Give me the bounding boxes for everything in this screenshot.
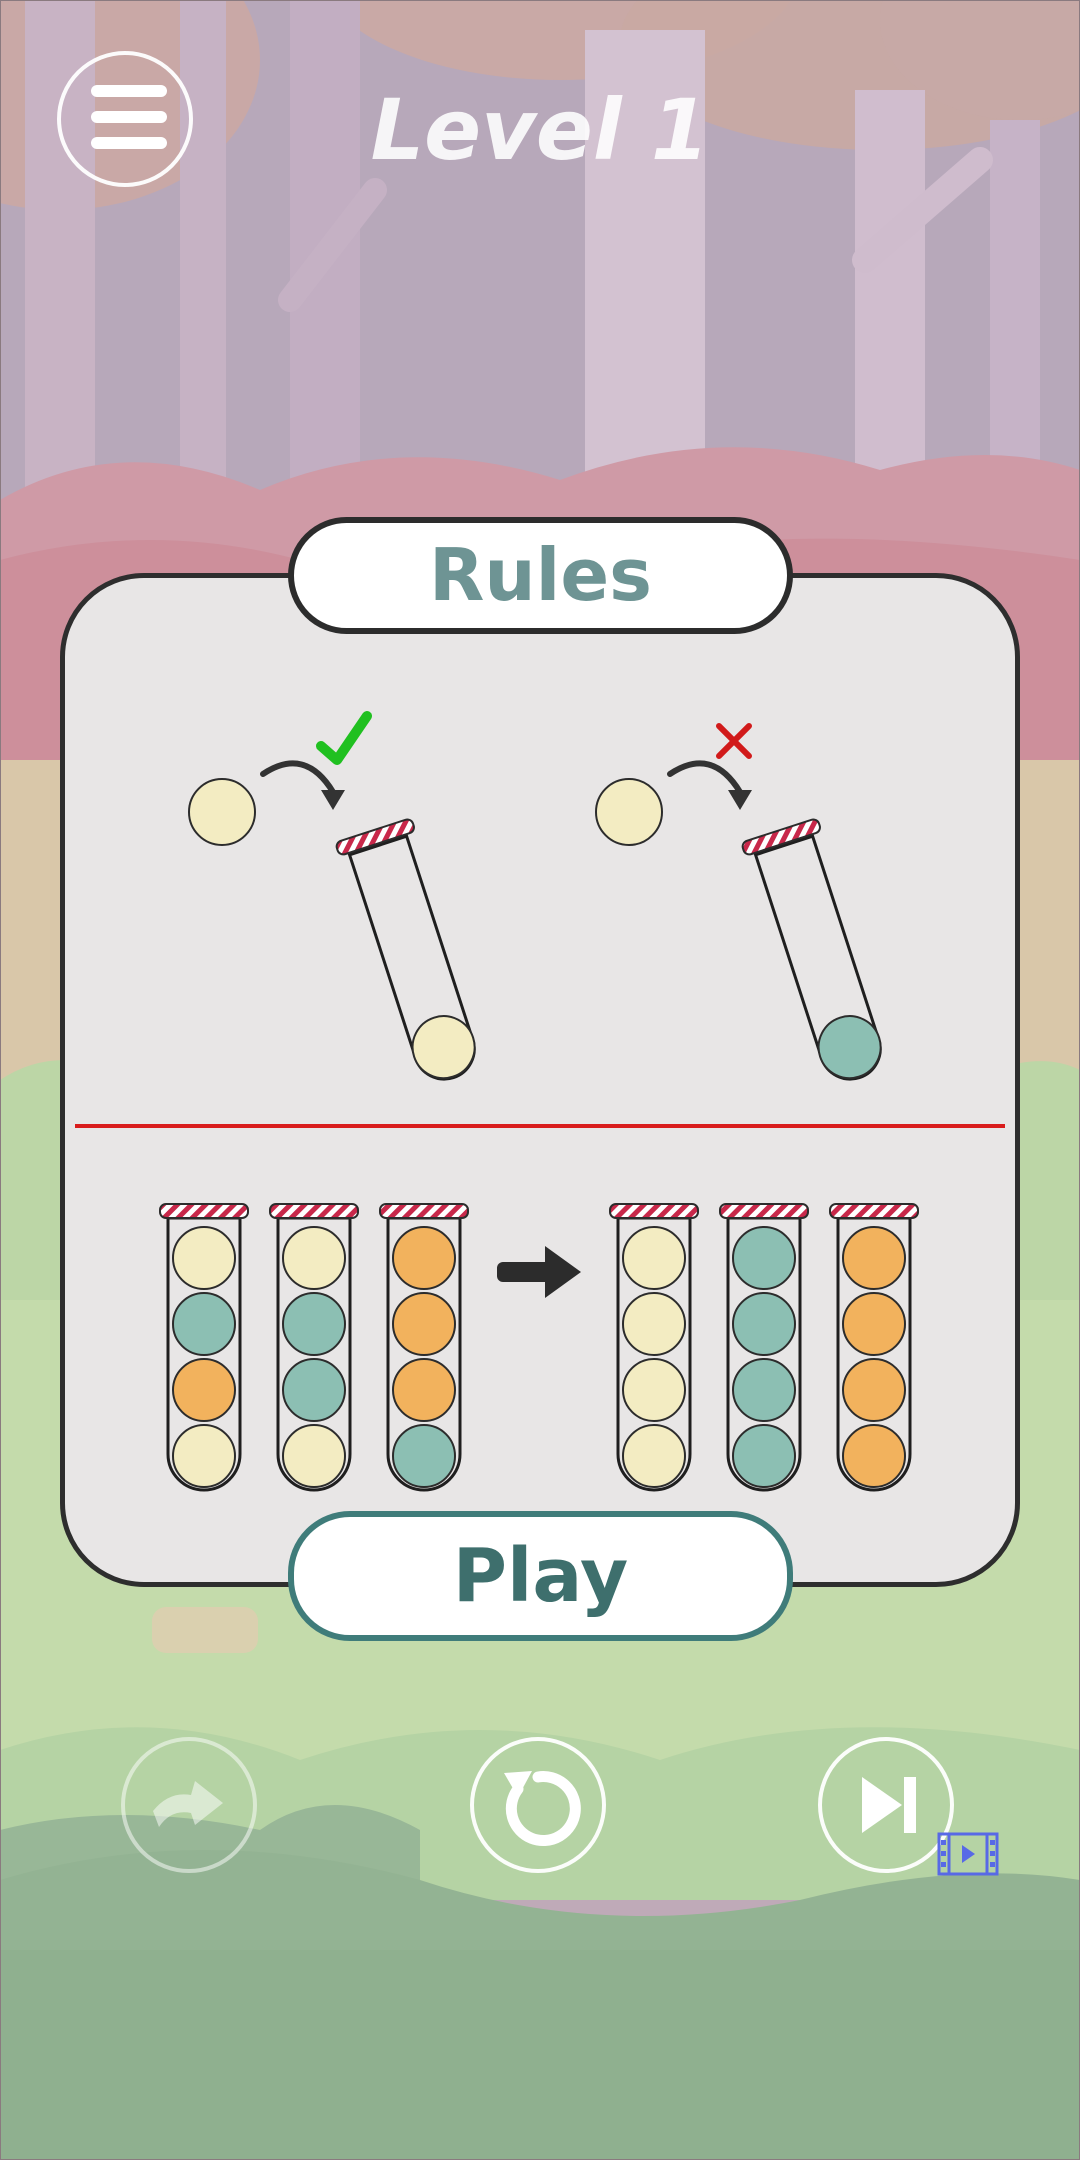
restart-icon (504, 1771, 581, 1847)
menu-button[interactable] (57, 51, 193, 187)
ball-orange (842, 1358, 906, 1422)
ball-orange (842, 1292, 906, 1356)
ball-orange (172, 1358, 236, 1422)
cross-icon (716, 723, 752, 759)
skip-level-button[interactable] (818, 1737, 954, 1873)
faded-badge (152, 1607, 258, 1653)
ball-teal (282, 1292, 346, 1356)
rules-illustration (75, 711, 1005, 1492)
sort-tube (379, 1203, 469, 1492)
ball-teal (282, 1358, 346, 1422)
sort-tube (269, 1203, 359, 1492)
menu-icon (91, 85, 167, 97)
sort-tube (829, 1203, 919, 1492)
ball-orange (392, 1226, 456, 1290)
ball-cream (282, 1424, 346, 1488)
ball-teal (732, 1292, 796, 1356)
sort-tube (609, 1203, 699, 1492)
ball-orange (842, 1424, 906, 1488)
ball-cream (172, 1226, 236, 1290)
level-title: Level 1 (370, 81, 710, 179)
ball-orange (392, 1358, 456, 1422)
ball-cream (622, 1292, 686, 1356)
sort-tube (159, 1203, 249, 1492)
curved-arrow-icon (260, 760, 336, 795)
ball-cream (622, 1358, 686, 1422)
ball-cream (622, 1226, 686, 1290)
ball-teal (172, 1292, 236, 1356)
rules-panel (60, 573, 1020, 1587)
rule-example-allowed (188, 711, 476, 1081)
curved-arrow-icon (667, 760, 743, 795)
ball-orange (842, 1226, 906, 1290)
ball-teal (817, 1015, 882, 1080)
hint-icon (153, 1781, 223, 1827)
check-icon (316, 711, 372, 765)
tubes-before (159, 1203, 469, 1492)
ball-teal (732, 1226, 796, 1290)
play-button[interactable]: Play (288, 1511, 793, 1641)
tube-tilted (335, 818, 476, 1081)
ball-orange (392, 1292, 456, 1356)
tubes-after (609, 1203, 919, 1492)
rule-example-not-allowed (595, 723, 882, 1081)
rules-title: Rules (288, 517, 793, 634)
ball-teal (732, 1358, 796, 1422)
skip-level-icon (862, 1777, 916, 1833)
ball-cream (172, 1424, 236, 1488)
ball-teal (392, 1424, 456, 1488)
video-ad-icon (937, 1832, 999, 1876)
ball-teal (732, 1424, 796, 1488)
ball-cream (622, 1424, 686, 1488)
hint-button[interactable] (121, 1737, 257, 1873)
ball-cream (411, 1015, 476, 1080)
ball-cream (595, 778, 663, 846)
restart-button[interactable] (470, 1737, 606, 1873)
arrow-right-icon (497, 1246, 581, 1298)
sort-tube (719, 1203, 809, 1492)
ball-cream (282, 1226, 346, 1290)
ball-cream (188, 778, 256, 846)
tube-tilted (741, 818, 882, 1081)
